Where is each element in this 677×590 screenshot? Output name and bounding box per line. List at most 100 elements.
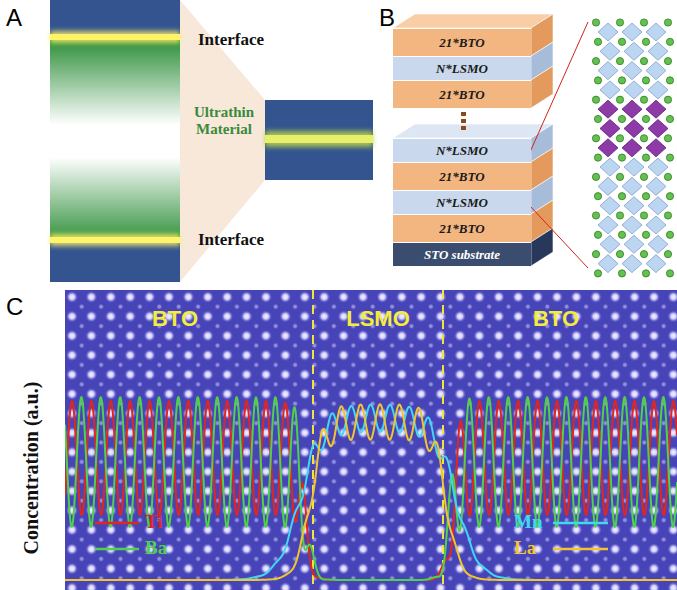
atom-column bbox=[221, 582, 233, 590]
atom-column bbox=[221, 388, 233, 400]
atom-column bbox=[376, 504, 388, 516]
atom-column bbox=[622, 478, 628, 484]
atom-column bbox=[641, 517, 647, 523]
atom-column bbox=[234, 304, 240, 310]
atom-column bbox=[163, 504, 175, 516]
atom-column bbox=[408, 342, 414, 348]
atom-column bbox=[609, 330, 621, 342]
atom-column bbox=[253, 459, 259, 465]
atom-column bbox=[202, 330, 214, 342]
a-site-atom bbox=[592, 96, 599, 103]
a-site-atom bbox=[592, 19, 599, 26]
atom-column bbox=[648, 310, 660, 322]
atom-column bbox=[214, 342, 220, 348]
a-site-atom bbox=[616, 96, 623, 103]
atom-column bbox=[79, 459, 85, 465]
a-site-atom bbox=[664, 96, 671, 103]
atom-column bbox=[195, 478, 201, 484]
atom-column bbox=[415, 291, 427, 303]
atom-column bbox=[357, 330, 369, 342]
atom-column bbox=[447, 401, 453, 407]
atom-column bbox=[234, 362, 240, 368]
atom-column bbox=[253, 439, 259, 445]
atom-column bbox=[590, 504, 602, 516]
atom-column bbox=[241, 582, 253, 590]
atom-column bbox=[214, 517, 220, 523]
atom-column bbox=[512, 369, 524, 381]
atom-column bbox=[629, 349, 641, 361]
layer-top-face bbox=[393, 124, 553, 138]
atom-column bbox=[318, 485, 330, 497]
atom-column bbox=[214, 439, 220, 445]
atom-column bbox=[98, 362, 104, 368]
atom-column bbox=[182, 582, 194, 590]
atom-column bbox=[629, 543, 641, 555]
atom-column bbox=[512, 291, 524, 303]
atom-column bbox=[176, 381, 182, 387]
a-site-atom bbox=[640, 173, 647, 180]
atom-column bbox=[609, 310, 621, 322]
atom-column bbox=[85, 330, 97, 342]
atom-column bbox=[467, 323, 473, 329]
atom-column bbox=[331, 362, 337, 368]
atom-column bbox=[292, 401, 298, 407]
atom-column bbox=[137, 323, 143, 329]
atom-column bbox=[98, 381, 104, 387]
a-site-atom bbox=[642, 231, 649, 238]
atom-column bbox=[467, 556, 473, 562]
atom-column bbox=[473, 310, 485, 322]
atom-column bbox=[602, 556, 608, 562]
atom-column bbox=[279, 407, 291, 419]
atom-column bbox=[512, 563, 524, 575]
atom-column bbox=[279, 291, 291, 303]
a-site-atom bbox=[640, 135, 647, 142]
atom-column bbox=[338, 349, 350, 361]
atom-column bbox=[79, 536, 85, 542]
atom-column bbox=[609, 543, 621, 555]
atom-column bbox=[661, 459, 667, 465]
atom-column bbox=[241, 291, 253, 303]
atom-column bbox=[454, 310, 466, 322]
atom-column bbox=[629, 504, 641, 516]
atom-column bbox=[144, 407, 156, 419]
atom-column bbox=[493, 563, 505, 575]
atom-column bbox=[564, 478, 570, 484]
atom-column bbox=[292, 381, 298, 387]
a-site-atom bbox=[642, 38, 649, 45]
a-site-atom bbox=[618, 154, 625, 161]
a-site-atom bbox=[594, 154, 601, 161]
atom-column bbox=[667, 291, 677, 303]
atom-column bbox=[486, 362, 492, 368]
atom-column bbox=[396, 446, 408, 458]
octahedron bbox=[622, 139, 642, 157]
lsmo-layer: N*LSMO bbox=[393, 190, 531, 214]
atom-column bbox=[629, 310, 641, 322]
atom-column bbox=[124, 582, 136, 590]
atom-column bbox=[331, 323, 337, 329]
atom-column bbox=[473, 369, 485, 381]
a-site-atom bbox=[618, 77, 625, 84]
atom-column bbox=[544, 342, 550, 348]
atom-column bbox=[241, 330, 253, 342]
a-site-atom bbox=[666, 154, 673, 161]
atom-column bbox=[435, 582, 447, 590]
atom-column bbox=[176, 342, 182, 348]
atom-column bbox=[486, 342, 492, 348]
atom-column bbox=[532, 388, 544, 400]
atom-column bbox=[641, 536, 647, 542]
atom-column bbox=[512, 582, 524, 590]
interface-line bbox=[312, 290, 314, 590]
atom-column bbox=[357, 388, 369, 400]
octahedron bbox=[622, 23, 642, 41]
a-site-atom bbox=[642, 193, 649, 200]
atom-column bbox=[85, 349, 97, 361]
a-site-atom bbox=[616, 212, 623, 219]
atom-column bbox=[570, 407, 582, 419]
atom-column bbox=[467, 478, 473, 484]
atom-column bbox=[241, 504, 253, 516]
atom-column bbox=[415, 504, 427, 516]
atom-column bbox=[195, 362, 201, 368]
atom-column bbox=[629, 330, 641, 342]
concentration-profile bbox=[65, 405, 677, 580]
atom-column bbox=[273, 517, 279, 523]
